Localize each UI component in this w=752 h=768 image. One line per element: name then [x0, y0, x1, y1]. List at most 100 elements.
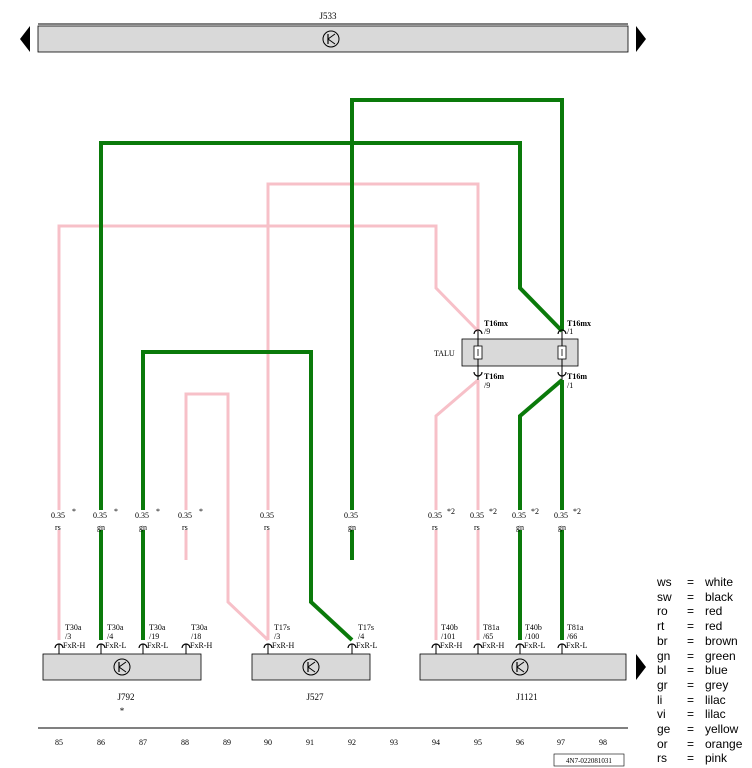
wire-85	[57, 224, 480, 510]
pin-signal: FxR-L	[356, 641, 377, 650]
wire-color-code: gn	[516, 523, 524, 532]
svg-text:li: li	[657, 693, 662, 707]
wire-color-code: gn	[139, 523, 147, 532]
wire-color-code: gn	[558, 523, 566, 532]
svg-text:bl: bl	[657, 663, 666, 677]
svg-text:yellow: yellow	[705, 722, 739, 736]
legend-row: sw=black	[657, 590, 734, 604]
svg-text:sw: sw	[657, 590, 672, 604]
top-bus-bar	[37, 25, 629, 53]
pin-number: /19	[149, 632, 159, 641]
right-arrow-icon	[636, 26, 646, 52]
talu-pin-tl-icon	[473, 329, 483, 335]
wire-size: 0.35	[470, 511, 484, 520]
wire-color-code: rs	[264, 523, 270, 532]
wire-label: 0.35 *2 rs	[428, 507, 455, 532]
pin-number: /100	[525, 632, 539, 641]
pin-conn: T40b	[441, 623, 458, 632]
right-arrow-icon	[636, 654, 646, 680]
talu-upper-right-pin: /1	[567, 327, 573, 336]
svg-text:ge: ge	[657, 722, 671, 736]
wire-size: 0.35	[344, 511, 358, 520]
transistor-icon	[511, 658, 529, 676]
wire-mark: *2	[447, 507, 455, 516]
legend-row: rt=red	[657, 619, 722, 633]
transistor-icon	[322, 30, 340, 48]
svg-text:br: br	[657, 634, 668, 648]
pin-signal: FxR-L	[105, 641, 126, 650]
svg-text:black: black	[705, 590, 734, 604]
pin-number: /3	[65, 632, 71, 641]
pin-signal: FxR-H	[190, 641, 212, 650]
wire-size: 0.35	[260, 511, 274, 520]
pin-number: /18	[191, 632, 201, 641]
talu-left-contact-icon	[473, 345, 483, 360]
talu-pin-bl-icon	[473, 371, 483, 377]
talu-lower-right-conn: T16m	[567, 372, 587, 381]
wire-size: 0.35	[51, 511, 65, 520]
wire-label: 0.35 *2 gn	[554, 507, 581, 532]
svg-text:lilac: lilac	[705, 707, 726, 721]
svg-text:=: =	[687, 722, 694, 736]
svg-text:orange: orange	[705, 737, 743, 751]
legend-row: rs=pink	[657, 751, 728, 765]
svg-text:=: =	[687, 575, 694, 589]
top-bus: J533	[20, 11, 646, 53]
wire-size: 0.35	[554, 511, 568, 520]
wire-color-code: rs	[432, 523, 438, 532]
wire-mark: *	[72, 507, 76, 516]
wire-96	[518, 378, 564, 510]
column-number: 89	[223, 738, 231, 747]
svg-text:rs: rs	[657, 751, 667, 765]
pin-conn: T40b	[525, 623, 542, 632]
wire-87	[141, 350, 354, 642]
pin-conn: T17s	[274, 623, 290, 632]
svg-text:=: =	[687, 707, 694, 721]
wire-label: 0.35 rs	[260, 511, 274, 532]
pin-number: /66	[567, 632, 577, 641]
wire-mark: *2	[489, 507, 497, 516]
svg-text:red: red	[705, 619, 722, 633]
wire-size: 0.35	[428, 511, 442, 520]
talu-lower-left-pin: /9	[484, 381, 490, 390]
wire-mark: *2	[573, 507, 581, 516]
svg-text:vi: vi	[657, 707, 666, 721]
talu-pin-br-icon	[557, 371, 567, 377]
wire-size: 0.35	[178, 511, 192, 520]
talu-upper-left-pin: /9	[484, 327, 490, 336]
svg-text:grey: grey	[705, 678, 728, 692]
pin-signal: FxR-L	[147, 641, 168, 650]
pin-number: /101	[441, 632, 455, 641]
wire-mark: *	[114, 507, 118, 516]
wire-mark: *	[156, 507, 160, 516]
wire-92	[350, 98, 564, 510]
svg-text:=: =	[687, 693, 694, 707]
ref-code-box	[553, 753, 625, 767]
svg-text:gr: gr	[657, 678, 668, 692]
ref-code: 4N7-022081031	[566, 757, 612, 765]
wire-label: 0.35 *2 gn	[512, 507, 539, 532]
column-number: 88	[181, 738, 189, 747]
wire-label: 0.35 * rs	[51, 507, 76, 532]
pink-wires	[57, 182, 480, 642]
module-label: J527	[306, 692, 324, 702]
pin-signal: FxR-H	[272, 641, 294, 650]
legend-row: li=lilac	[657, 693, 726, 707]
svg-text:brown: brown	[705, 634, 738, 648]
pin-signal: FxR-L	[524, 641, 545, 650]
wire-88	[184, 392, 270, 642]
svg-text:red: red	[705, 604, 722, 618]
pin-plugs	[54, 643, 567, 654]
wire-mark: *	[199, 507, 203, 516]
svg-text:ws: ws	[656, 575, 672, 589]
legend-row: br=brown	[657, 634, 738, 648]
wire-label: 0.35 * gn	[93, 507, 118, 532]
